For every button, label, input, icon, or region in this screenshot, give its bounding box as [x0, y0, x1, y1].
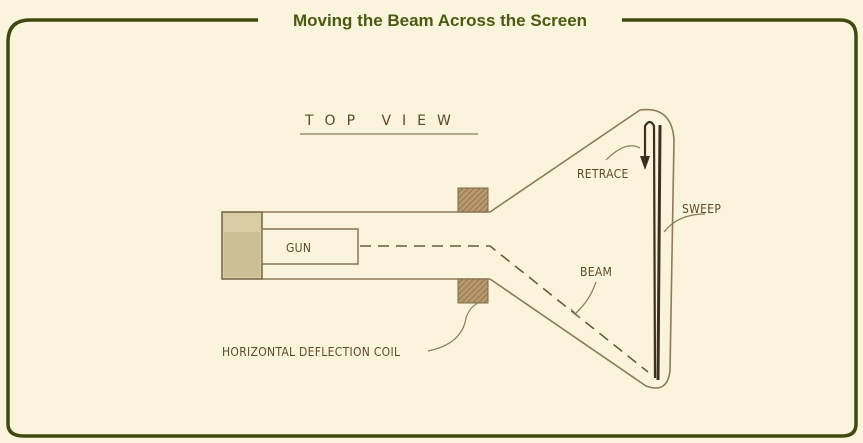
- gun-body: [261, 228, 359, 265]
- coil-leader: [427, 301, 481, 352]
- beam-leader-tick: [570, 308, 581, 319]
- retrace-hook: [643, 120, 657, 379]
- tube-bell: [489, 108, 675, 389]
- sweep-leader: [663, 213, 706, 233]
- diagram-title: Moving the Beam Across the Screen: [293, 11, 587, 30]
- coil-label: HORIZONTAL DEFLECTION COIL: [222, 345, 400, 359]
- electron-beam: [360, 245, 649, 373]
- retrace-arrow: [640, 156, 650, 170]
- deflection-coil-top: [457, 187, 489, 213]
- retrace-label: RETRACE: [577, 167, 629, 181]
- view-heading: TOP VIEW: [304, 113, 462, 129]
- deflection-coil-bottom: [457, 278, 489, 304]
- beam-label: BEAM: [580, 265, 612, 279]
- gun-label: GUN: [286, 241, 311, 255]
- retrace-leader: [605, 145, 641, 161]
- sweep-line: [656, 124, 662, 381]
- gun-base-shade: [224, 232, 260, 277]
- frame-border: [6, 18, 858, 438]
- beam-leader: [575, 281, 597, 314]
- sweep-label: SWEEP: [682, 202, 721, 216]
